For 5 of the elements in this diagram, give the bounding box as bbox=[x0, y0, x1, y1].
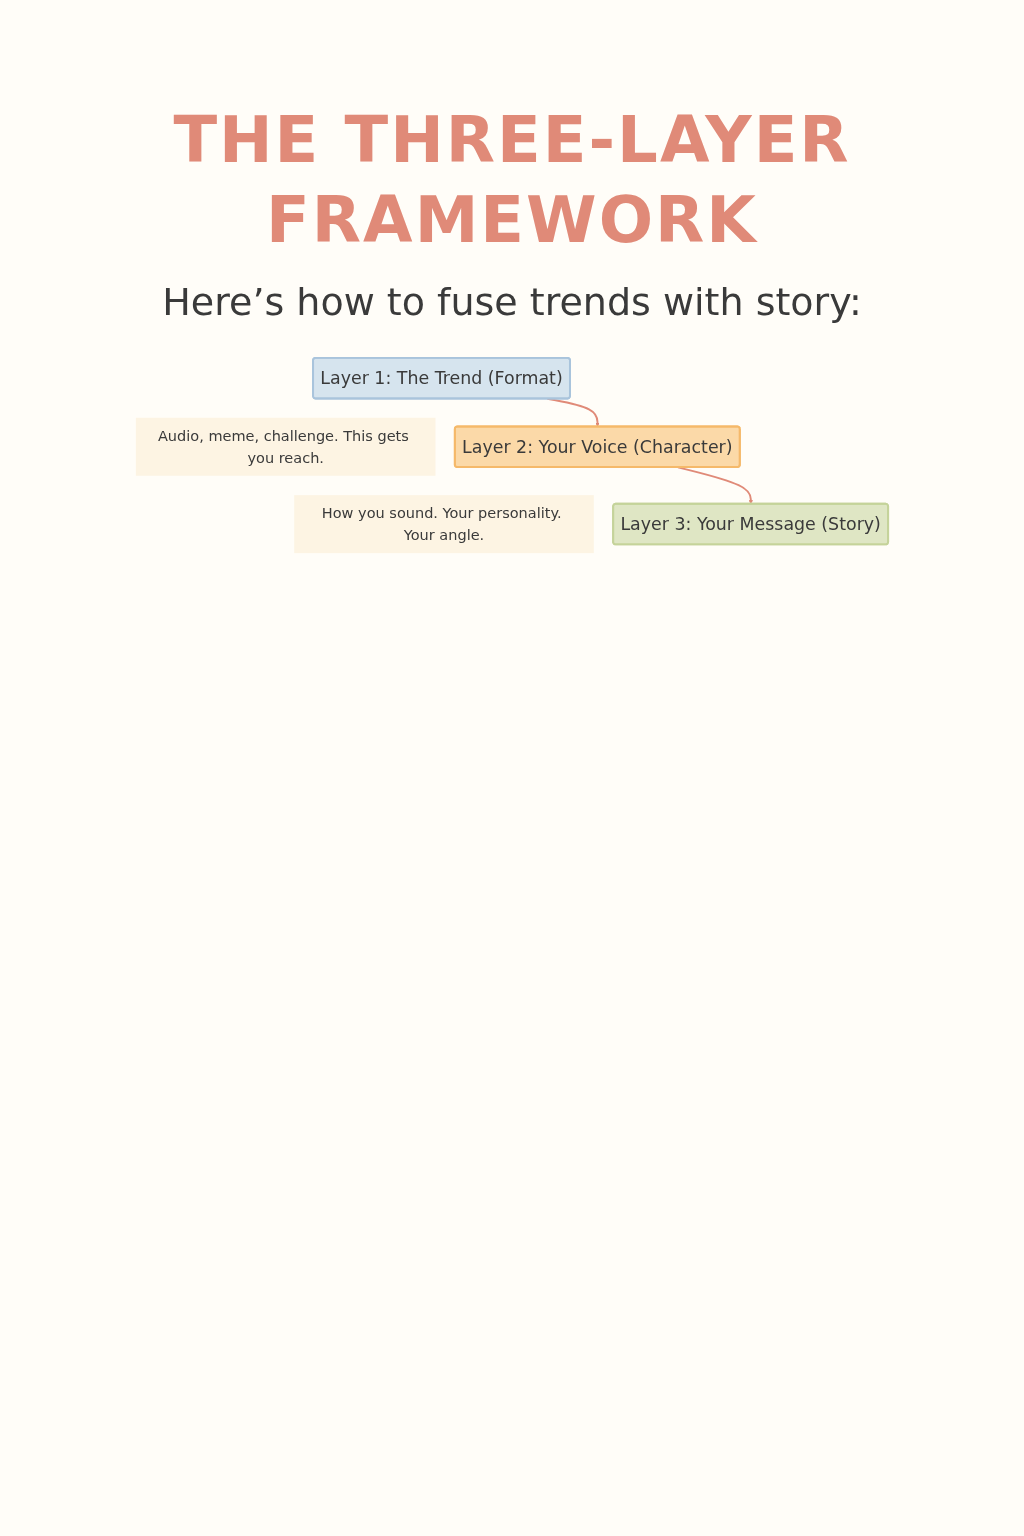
subtitle: Here’s how to fuse trends with story: bbox=[162, 280, 862, 324]
node-label: How you sound. Your personality. Your angle. bbox=[321, 504, 562, 544]
arrow bbox=[546, 397, 600, 427]
node-label: Audio, meme, challenge. This gets you reach. bbox=[157, 427, 409, 467]
title: THE THREE-LAYER FRAMEWORK bbox=[172, 102, 852, 259]
